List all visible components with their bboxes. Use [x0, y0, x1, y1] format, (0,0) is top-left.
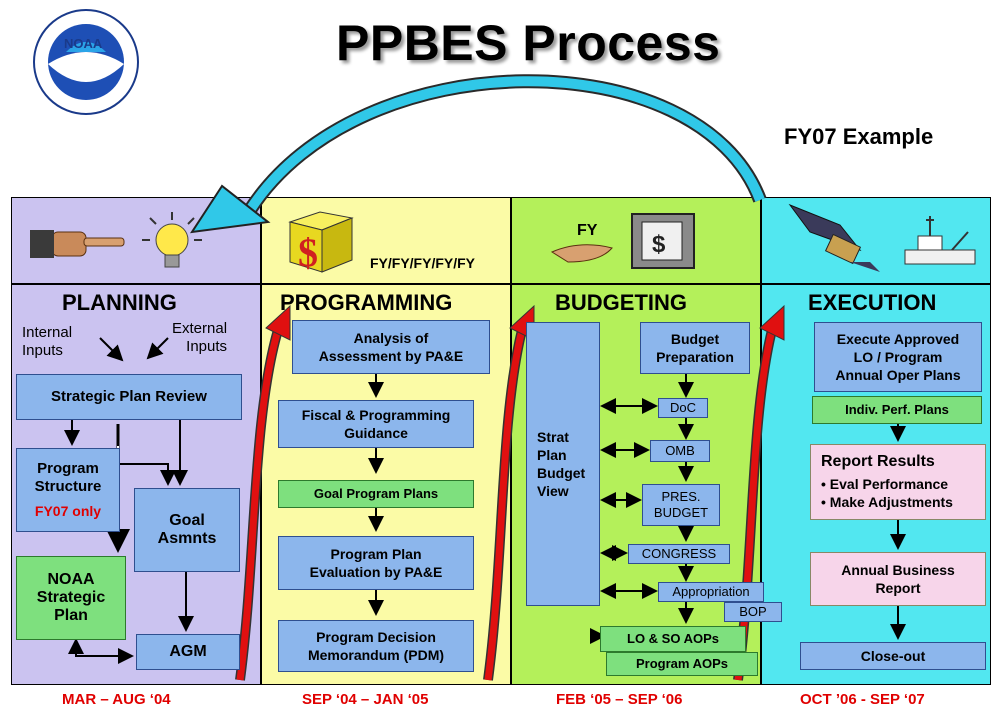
noaa-strategic-plan-box: NOAA Strategic Plan — [16, 556, 126, 640]
agm-box: AGM — [136, 634, 240, 670]
strategic-plan-review-box: Strategic Plan Review — [16, 374, 242, 420]
omb-box: OMB — [650, 440, 710, 462]
svg-text:$: $ — [298, 230, 318, 275]
page-subtitle: FY07 Example — [784, 124, 934, 149]
pointing-hand-icon — [30, 230, 125, 258]
satellite-icon — [788, 203, 880, 272]
feedback-arrow — [189, 74, 767, 234]
internal-inputs-label: Internal Inputs — [22, 324, 73, 359]
fy07-only-label: FY07 only — [34, 503, 102, 519]
pres-budget-box: PRES. BUDGET — [642, 484, 720, 526]
fy-caption: FY — [577, 222, 598, 239]
lightbulb-icon — [142, 212, 202, 268]
pdm-box: Program Decision Memorandum (PDM) — [278, 620, 474, 672]
execution-header: EXECUTION — [808, 290, 937, 315]
page-title: PPBES Process — [336, 15, 721, 71]
external-inputs-label: External Inputs — [172, 320, 228, 355]
program-structure-label: Program Structure — [34, 460, 102, 495]
budgeting-date: FEB ‘05 – SEP ‘06 — [556, 691, 683, 708]
program-aops-box: Program AOPs — [606, 652, 758, 676]
safe-icon: $ — [631, 213, 695, 269]
report-results-bullet-2: • Make Adjustments — [821, 494, 953, 510]
budgeting-flow-arrows — [590, 374, 694, 644]
open-hand-icon — [550, 244, 613, 263]
evaluation-box: Program Plan Evaluation by PA&E — [278, 536, 474, 590]
execution-date: OCT ’06 - SEP ‘07 — [800, 691, 925, 708]
doc-box: DoC — [658, 398, 708, 418]
appropriation-box: Appropriation — [658, 582, 764, 602]
execute-approved-box: Execute Approved LO / Program Annual Ope… — [814, 322, 982, 392]
logo-text: NOAA — [64, 36, 103, 51]
program-structure-box: Program Structure FY07 only — [16, 448, 120, 532]
bop-box: BOP — [724, 602, 782, 622]
budget-preparation-box: Budget Preparation — [640, 322, 750, 374]
strat-plan-budget-view-box: Strat Plan Budget View — [526, 322, 600, 606]
icon-row-divider — [11, 283, 991, 285]
indiv-perf-plans-box: Indiv. Perf. Plans — [812, 396, 982, 424]
close-out-box: Close-out — [800, 642, 986, 670]
annual-business-report-box: Annual Business Report — [810, 552, 986, 606]
ship-icon — [904, 216, 976, 265]
report-results-title: Report Results — [821, 453, 935, 470]
programming-date: SEP ‘04 – JAN ‘05 — [302, 691, 429, 708]
congress-box: CONGRESS — [628, 544, 730, 564]
report-results-bullet-1: • Eval Performance — [821, 476, 949, 492]
noaa-logo — [33, 9, 139, 115]
lo-so-aops-box: LO & SO AOPs — [600, 626, 746, 652]
goal-asmnts-box: Goal Asmnts — [134, 488, 240, 572]
goal-program-plans-box: Goal Program Plans — [278, 480, 474, 508]
svg-text:$: $ — [652, 231, 666, 258]
planning-header: PLANNING — [62, 290, 177, 315]
budgeting-header: BUDGETING — [555, 290, 687, 315]
planning-date: MAR – AUG ‘04 — [62, 691, 171, 708]
analysis-box: Analysis of Assessment by PA&E — [292, 320, 490, 374]
programming-header: PROGRAMMING — [280, 290, 453, 315]
dollar-cube-icon: $ — [288, 211, 354, 275]
fy-series-caption: FY/FY/FY/FY/FY — [370, 255, 476, 271]
guidance-box: Fiscal & Programming Guidance — [278, 400, 474, 448]
report-results-box: Report Results • Eval Performance • Make… — [810, 444, 986, 520]
